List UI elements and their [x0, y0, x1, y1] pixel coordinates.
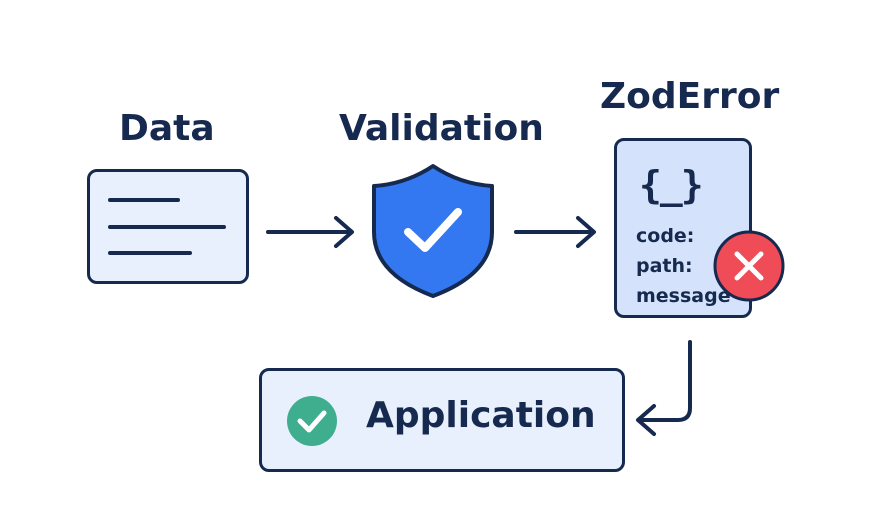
- shield-check-icon: [372, 164, 494, 298]
- check-circle-icon: [287, 396, 337, 446]
- validation-title: Validation: [339, 108, 544, 149]
- error-field-path: path:: [636, 255, 693, 277]
- arrow-error-to-application: [636, 340, 692, 436]
- zoderror-card: {_} code: path: message: [614, 138, 752, 318]
- braces-icon: {_}: [639, 163, 704, 207]
- arrow-validation-to-error: [514, 216, 596, 248]
- application-label: Application: [366, 395, 596, 436]
- data-card: [87, 169, 249, 284]
- application-box: Application: [259, 368, 625, 472]
- error-field-message: message: [636, 285, 731, 307]
- error-field-code: code:: [636, 225, 695, 247]
- data-title: Data: [119, 108, 215, 149]
- zoderror-title: ZodError: [600, 76, 780, 117]
- document-lines-icon: [108, 198, 226, 255]
- arrow-data-to-validation: [266, 216, 354, 248]
